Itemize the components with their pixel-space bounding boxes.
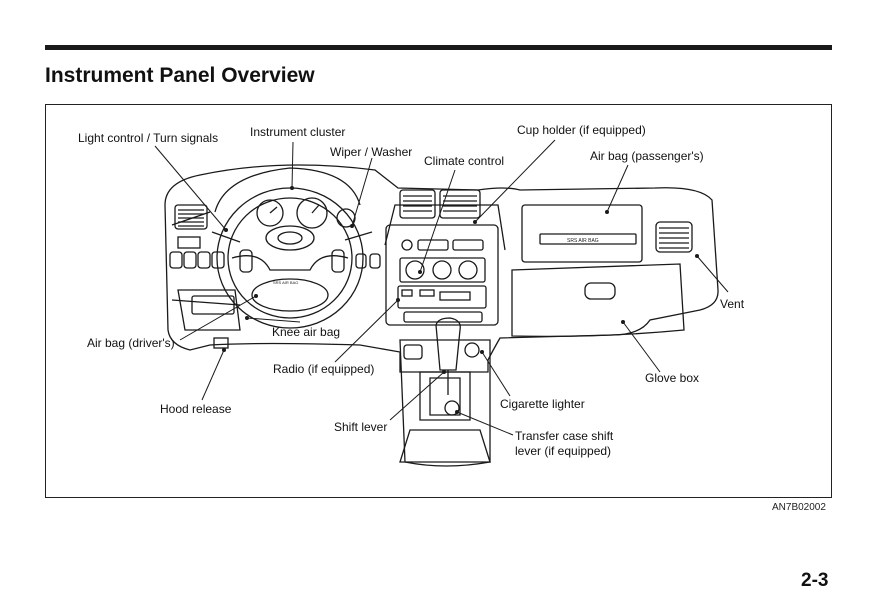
label-cigarette-lighter: Cigarette lighter	[500, 397, 585, 411]
steering-wheel	[216, 187, 364, 329]
cluster-hood	[214, 167, 361, 213]
radio-unit	[397, 285, 487, 323]
center-vent-icon	[399, 189, 481, 219]
dashboard-outline	[164, 164, 719, 373]
label-light-control: Light control / Turn signals	[78, 131, 219, 145]
label-instrument-cluster: Instrument cluster	[250, 125, 346, 139]
leader-arrows	[222, 186, 699, 414]
light-stalk	[211, 231, 241, 243]
console	[399, 339, 491, 467]
diagram-frame	[45, 104, 832, 498]
label-airbag-driver: Air bag (driver's)	[87, 336, 175, 350]
glove-box-door	[511, 263, 685, 338]
label-transfer-case-line2: lever (if equipped)	[515, 444, 612, 458]
passenger-airbag-plate-text: SRS AIR BAG	[567, 238, 599, 244]
gauge-cluster	[256, 197, 356, 229]
label-shift-lever: Shift lever	[334, 420, 388, 434]
label-wiper-washer: Wiper / Washer	[330, 145, 413, 159]
center-stack	[385, 224, 499, 326]
figure-code: AN7B02002	[772, 502, 826, 513]
label-knee-airbag: Knee air bag	[272, 325, 341, 339]
top-rule	[45, 45, 832, 50]
label-climate-control: Climate control	[424, 154, 505, 168]
label-radio: Radio (if equipped)	[273, 362, 375, 376]
climate-knobs	[405, 260, 478, 280]
label-airbag-passenger: Air bag (passenger's)	[590, 149, 704, 163]
label-glove-box: Glove box	[645, 371, 700, 385]
leader-lines	[154, 139, 729, 436]
wiper-stalk	[344, 231, 373, 241]
label-hood-release: Hood release	[160, 402, 232, 416]
steering-airbag-text: SRS AIR BAG	[273, 280, 298, 285]
right-vent-icon	[655, 221, 693, 253]
label-transfer-case-line1: Transfer case shift	[515, 429, 614, 443]
page-number: 2-3	[801, 570, 829, 591]
label-vent: Vent	[720, 297, 745, 311]
hood-release-handle	[213, 337, 229, 349]
transfer-lever-knob	[444, 400, 460, 416]
page-title: Instrument Panel Overview	[45, 64, 315, 87]
glove-box-handle	[584, 282, 616, 300]
shift-lever-knob	[435, 317, 461, 371]
left-switch-bank	[169, 251, 225, 269]
knee-panel	[177, 289, 241, 331]
passenger-airbag-door	[521, 204, 643, 263]
left-vent-icon	[174, 204, 208, 230]
label-cup-holder: Cup holder (if equipped)	[517, 123, 646, 137]
